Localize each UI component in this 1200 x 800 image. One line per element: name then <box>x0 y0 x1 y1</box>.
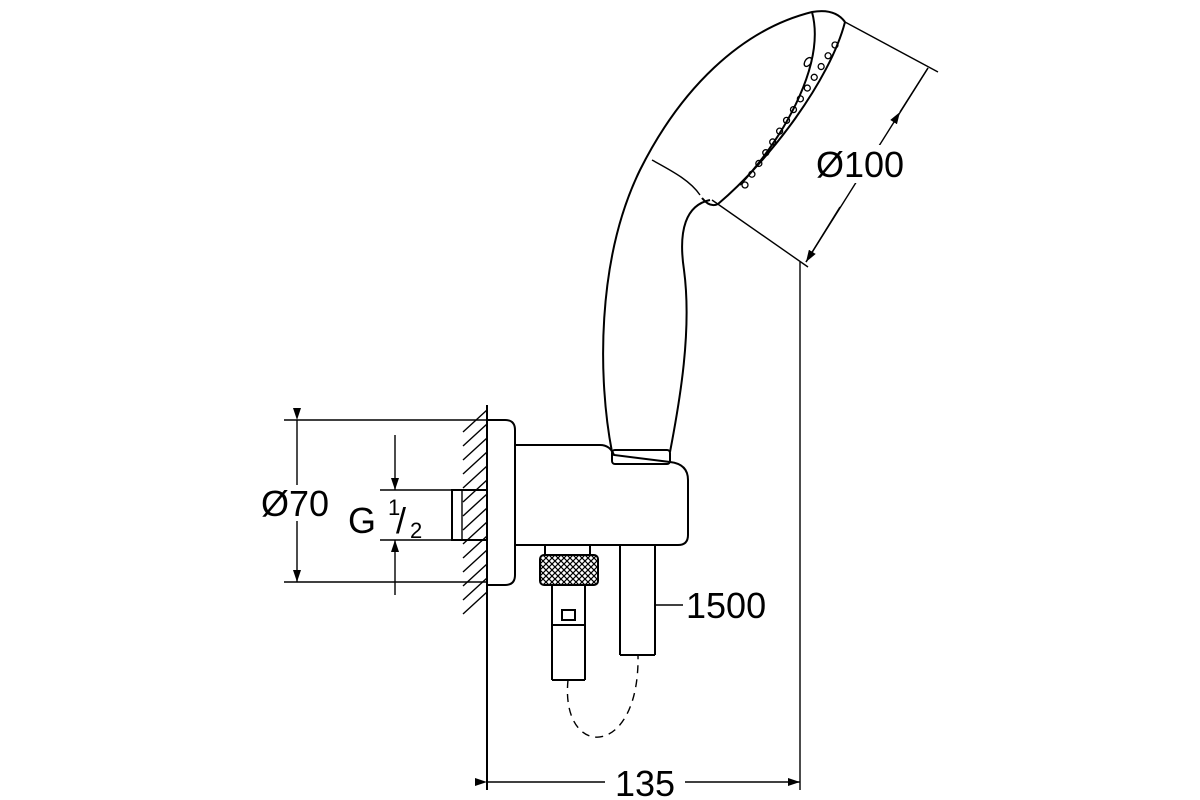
dimension-135 <box>475 765 800 799</box>
nozzle <box>762 149 770 157</box>
nozzle <box>741 181 749 189</box>
hatch-line <box>462 507 488 531</box>
hatch-line <box>462 549 488 573</box>
hatch-line <box>462 465 488 489</box>
hand-shower <box>602 10 846 453</box>
dimension-thread <box>380 435 452 595</box>
hatch-line <box>462 423 488 447</box>
wall <box>462 405 488 790</box>
thread-slash: / <box>396 500 406 541</box>
nozzle <box>755 159 763 168</box>
nozzle <box>748 170 756 178</box>
nozzle <box>810 73 818 81</box>
hose-connector <box>539 544 656 738</box>
shower-holder <box>515 444 689 546</box>
nozzle <box>831 41 839 49</box>
hatch-line <box>462 493 488 517</box>
thread-denominator: 2 <box>410 518 422 543</box>
dimension-135-label: 135 <box>615 763 675 800</box>
nozzle <box>817 62 825 71</box>
wall-flange <box>451 419 516 586</box>
nozzle <box>775 127 784 135</box>
nozzle <box>803 84 811 92</box>
nozzle <box>789 105 798 114</box>
nozzle <box>824 52 832 60</box>
nozzle <box>769 138 777 146</box>
hatch-line <box>462 437 488 461</box>
dimension-head-diameter-label: Ø100 <box>816 144 904 185</box>
nozzle <box>796 95 805 103</box>
hose-length-label: 1500 <box>686 585 766 626</box>
dimension-flange-diameter <box>255 408 487 583</box>
thread-numerator: 1 <box>388 495 400 520</box>
dimension-head-diameter <box>711 21 939 268</box>
dimension-flange-diameter-label: Ø70 <box>261 483 329 524</box>
nozzle <box>782 116 791 125</box>
thread-prefix: G <box>348 500 376 541</box>
hatch-line <box>462 451 488 475</box>
hatch-line <box>462 591 488 615</box>
hatch-line <box>462 409 488 433</box>
